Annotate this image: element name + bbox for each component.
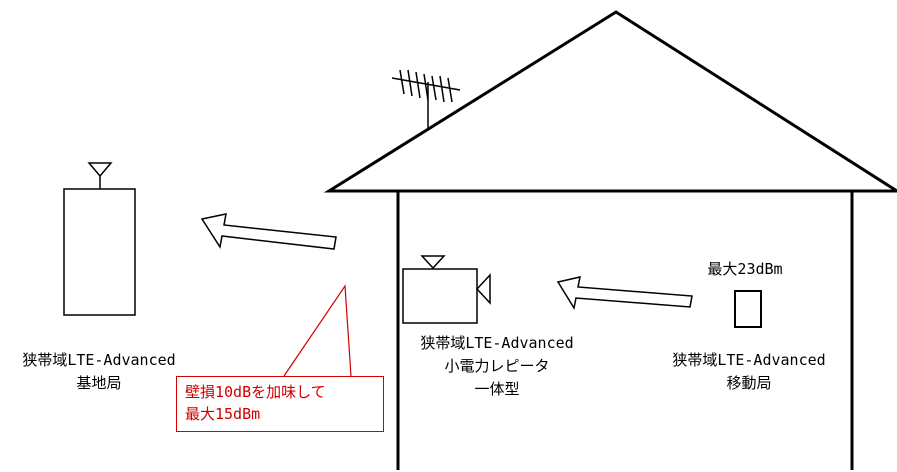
repeater-label-line1: 狭帯域LTE-Advanced: [420, 334, 574, 352]
callout-pointer: [283, 284, 352, 377]
mobile-station-label: 狭帯域LTE-Advanced 移動局: [656, 349, 842, 395]
repeater-label-line2: 小電力レピータ: [444, 357, 550, 375]
wall-loss-callout: 壁損10dBを加味して 最大15dBm: [176, 376, 384, 432]
repeater-label-line3: 一体型: [474, 380, 520, 398]
leak-arrow: [200, 213, 337, 250]
uplink-arrow: [556, 276, 693, 311]
repeater-antenna-icon: [420, 255, 446, 270]
mobile-station-label-line1: 狭帯域LTE-Advanced: [672, 351, 826, 369]
repeater-inner-antenna: [475, 273, 491, 305]
base-station-label-line2: 基地局: [76, 374, 122, 392]
base-station-body: [63, 188, 136, 316]
house: [323, 10, 897, 470]
callout-line2: 最大15dBm: [185, 405, 261, 423]
base-station-antenna-icon: [87, 162, 113, 189]
repeater-label: 狭帯域LTE-Advanced 小電力レピータ 一体型: [404, 332, 590, 401]
house-roof: [323, 10, 897, 193]
mobile-device-icon: [734, 290, 762, 328]
repeater: [402, 255, 491, 324]
tv-antenna-icon: [391, 69, 461, 128]
mobile-power-label: 最大23dBm: [707, 260, 783, 278]
repeater-body: [402, 268, 478, 324]
base-station: [63, 162, 136, 316]
mobile-station-label-line2: 移動局: [726, 374, 772, 392]
base-station-label-line1: 狭帯域LTE-Advanced: [22, 351, 176, 369]
callout-line1: 壁損10dBを加味して: [185, 383, 326, 401]
base-station-label: 狭帯域LTE-Advanced 基地局: [6, 349, 192, 395]
